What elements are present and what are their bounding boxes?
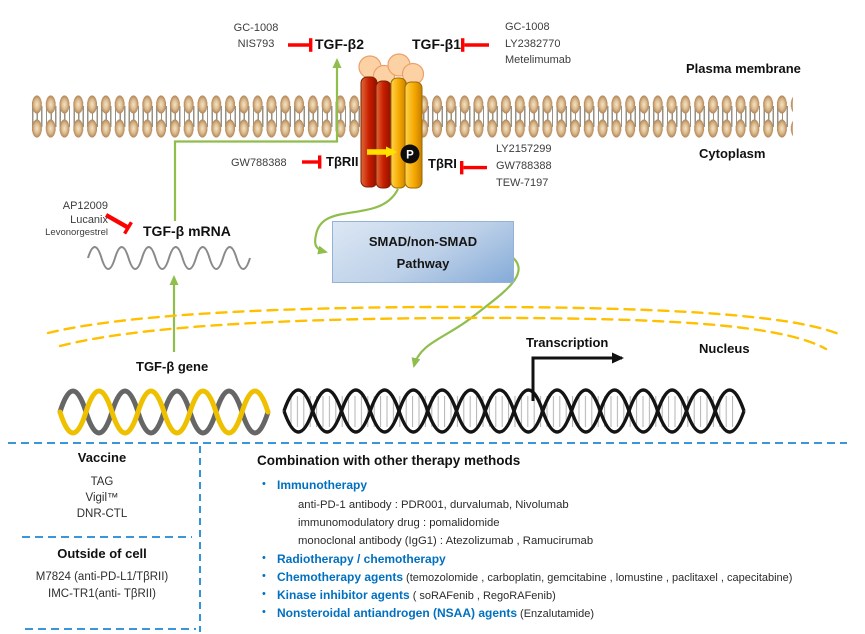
inhibitor: TEW-7197 bbox=[496, 177, 549, 189]
inhibitor: LY2382770 bbox=[505, 37, 561, 50]
green-arrow-receptor-to-smad bbox=[314, 188, 399, 255]
nuclear-envelope bbox=[46, 305, 843, 351]
tgfb2-label: TGF-β2 bbox=[315, 36, 364, 52]
combo-item-nsaa: • Nonsteroidal antiandrogen (NSAA) agent… bbox=[250, 606, 865, 620]
cytoplasm-label: Cytoplasm bbox=[699, 146, 766, 161]
inhibition-bars bbox=[104, 38, 489, 235]
inhibitor: NIS793 bbox=[237, 38, 275, 50]
plasma-membrane-label: Plasma membrane bbox=[686, 61, 801, 76]
combo-tail: (Enzalutamide) bbox=[520, 608, 595, 620]
inhibitor: AP12009 bbox=[62, 200, 108, 212]
tgfb-receptor-complex: P bbox=[358, 53, 425, 189]
tbr2-cylinder bbox=[360, 76, 378, 188]
immunotherapy-sub: anti-PD-1 antibody : PDR001, durvalumab,… bbox=[298, 499, 569, 511]
vaccine-item: DNR-CTL bbox=[76, 508, 128, 520]
combo-head: Immunotherapy bbox=[277, 478, 368, 492]
bullet-icon: • bbox=[262, 570, 266, 582]
outside-item: IMC-TR1(anti- TβRII) bbox=[48, 588, 156, 600]
panel-dividers bbox=[8, 442, 847, 632]
phospho-p: P bbox=[406, 150, 414, 162]
immunotherapy-sub: immunomodulatory drug : pomalidomide bbox=[298, 517, 500, 529]
smad-line1: SMAD/non-SMAD bbox=[368, 233, 478, 249]
tbr1-cylinder bbox=[390, 77, 407, 189]
transcription-arrow bbox=[531, 352, 624, 401]
smad-line2: Pathway bbox=[396, 255, 450, 271]
inhibitor: GW788388 bbox=[496, 160, 552, 172]
nuclear-dna-helix bbox=[282, 388, 746, 434]
mrna-label: TGF-β mRNA bbox=[143, 223, 231, 239]
bullet-icon: • bbox=[262, 478, 266, 490]
vaccine-item: Vigil™ bbox=[85, 492, 119, 504]
inhibitor: GW788388 bbox=[231, 157, 287, 169]
tbr2-label: TβRII bbox=[326, 154, 359, 169]
vaccine-title: Vaccine bbox=[77, 450, 127, 465]
vaccine-item: TAG bbox=[90, 476, 114, 488]
phospho-circle bbox=[400, 144, 420, 164]
combo-item-chemotherapy: • Chemotherapy agents(temozolomide , car… bbox=[250, 570, 865, 584]
vaccine-panel: Vaccine TAG Vigil™ DNR-CTL Outside of ce… bbox=[8, 446, 196, 632]
green-arrow-smad-to-nucleus bbox=[411, 253, 520, 368]
tgfb2-inhibitor-list: GC-1008 NIS793 bbox=[225, 20, 287, 52]
combo-item-radiotherapy: • Radiotherapy / chemotherapy bbox=[250, 552, 865, 566]
tgfb1-inhibitor-list: GC-1008 LY2382770 Metelimumab bbox=[505, 19, 571, 69]
gene-label: TGF-β gene bbox=[136, 359, 209, 374]
combo-head: Chemotherapy agents bbox=[277, 570, 404, 584]
combo-item-immunotherapy: • Immunotherapy bbox=[250, 478, 865, 492]
bullet-icon: • bbox=[262, 606, 266, 618]
green-arrow-mrna-to-tgfb2 bbox=[173, 58, 342, 221]
bullet-icon: • bbox=[262, 588, 266, 600]
combination-title: Combination with other therapy methods bbox=[257, 453, 521, 468]
outside-of-cell-title: Outside of cell bbox=[57, 546, 147, 561]
gene-helix bbox=[57, 388, 271, 436]
combo-head: Radiotherapy / chemotherapy bbox=[277, 552, 446, 566]
inhibitor: Lucanix bbox=[70, 214, 108, 226]
inhibitor: Metelimumab bbox=[505, 54, 572, 66]
inhibitor: LY2157299 bbox=[496, 143, 552, 155]
combo-head: Kinase inhibitor agents bbox=[277, 588, 410, 602]
tbr2-inhibitor-list: GW788388 bbox=[231, 155, 287, 171]
combo-head: Nonsteroidal antiandrogen (NSAA) agents bbox=[277, 606, 518, 620]
immunotherapy-sub: monoclonal antibody (IgG1) : Atezolizuma… bbox=[298, 535, 594, 547]
smad-pathway-box: SMAD/non-SMAD Pathway bbox=[332, 221, 514, 283]
combo-item-kinase: • Kinase inhibitor agents( soRAFenib , R… bbox=[250, 588, 865, 602]
mrna-wave bbox=[87, 246, 251, 270]
tbar-mrna bbox=[104, 213, 129, 229]
transcription-label: Transcription bbox=[526, 335, 609, 350]
mrna-inhibitor-list: AP12009 Lucanix Levonorgestrel bbox=[30, 199, 108, 239]
outside-item: M7824 (anti-PD-L1/TβRII) bbox=[35, 571, 169, 583]
inhibitor: GC-1008 bbox=[505, 21, 550, 33]
inhibitor: Levonorgestrel bbox=[45, 227, 108, 238]
inhibitor: GC-1008 bbox=[233, 22, 279, 34]
tgfb1-label: TGF-β1 bbox=[412, 36, 461, 52]
bullet-icon: • bbox=[262, 552, 266, 564]
tbr1-label: TβRI bbox=[428, 156, 457, 171]
combination-panel: Combination with other therapy methods •… bbox=[250, 450, 858, 630]
tbr1-inhibitor-list: LY2157299 GW788388 TEW-7197 bbox=[496, 141, 552, 192]
combo-tail: (temozolomide , carboplatin, gemcitabine… bbox=[406, 572, 793, 584]
nucleus-label: Nucleus bbox=[699, 341, 750, 356]
combo-tail: ( soRAFenib , RegoRAFenib) bbox=[412, 590, 556, 602]
